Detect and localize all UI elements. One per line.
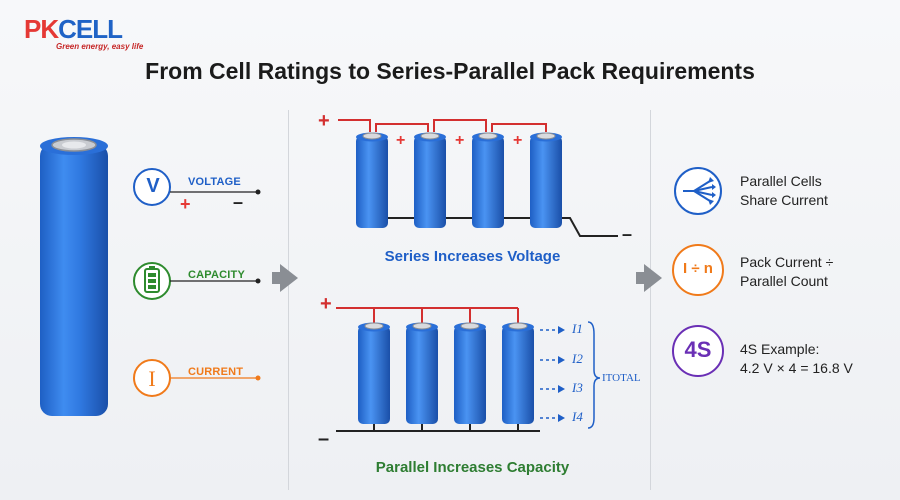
4s-icon <box>672 325 724 377</box>
current-label: CURRENT <box>188 366 244 378</box>
series-minus: – <box>622 224 633 244</box>
voltage-icon: V <box>146 175 160 197</box>
arrow-icon <box>558 414 565 422</box>
branch-current-label: I1 <box>572 321 583 336</box>
series-cell <box>530 132 562 228</box>
voltage-minus: – <box>233 192 244 212</box>
left-divider <box>288 110 289 490</box>
branch-current-label: I3 <box>572 380 583 395</box>
brand-tagline: Green energy, easy life <box>56 42 144 51</box>
parallel-caption: Parallel Increases Capacity <box>375 459 570 476</box>
voltage-row <box>133 168 261 206</box>
series-cell <box>472 132 504 228</box>
4s-icon-text: 4S <box>684 337 712 362</box>
series-caption: Series Increases Voltage <box>384 248 561 265</box>
voltage-label: VOLTAGE <box>188 176 241 188</box>
divide-icon <box>672 244 724 296</box>
series-cell <box>414 132 446 228</box>
page-title: From Cell Ratings to Series-Parallel Pac… <box>145 58 755 84</box>
branch-current-label: I2 <box>572 351 583 366</box>
branch-current-label: I4 <box>572 409 583 424</box>
series-plus: + <box>318 110 330 132</box>
series-between-plus: + <box>513 132 523 149</box>
parallel-minus: – <box>318 428 330 450</box>
series-between-plus: + <box>396 132 406 149</box>
current-row <box>133 359 261 397</box>
arrow-icon <box>558 356 565 364</box>
requirement-text: Parallel Cells Share Current <box>740 173 828 208</box>
series-diagram <box>338 119 618 237</box>
parallel-cell <box>454 322 486 424</box>
flow-arrow-left <box>272 264 298 292</box>
parallel-plus: + <box>320 293 332 315</box>
parallel-cell <box>358 322 390 424</box>
requirement-text: Pack Current ÷ Parallel Count <box>740 254 834 289</box>
brace-icon <box>587 321 601 429</box>
parallel-cell <box>406 322 438 424</box>
series-cell <box>356 132 388 228</box>
divide-icon-text: I ÷ n <box>683 260 713 277</box>
voltage-plus: + <box>180 194 191 214</box>
capacity-label: CAPACITY <box>188 269 246 281</box>
right-divider <box>650 110 651 490</box>
capacity-row <box>133 262 261 300</box>
brand-suffix: CELL <box>58 14 123 44</box>
share-current-icon <box>674 167 722 215</box>
parallel-diagram <box>336 307 601 432</box>
current-icon: I <box>148 366 156 391</box>
flow-arrow-right <box>636 264 662 292</box>
series-between-plus: + <box>455 132 465 149</box>
total-current-label: ITOTAL <box>602 372 641 384</box>
brand-prefix: PK <box>24 14 59 44</box>
battery-gauge-icon <box>144 266 160 293</box>
parallel-cell <box>502 322 534 424</box>
battery-cell-illustration <box>40 137 108 416</box>
requirement-text: 4S Example: 4.2 V × 4 = 16.8 V <box>740 341 853 376</box>
arrow-icon <box>558 326 565 334</box>
arrow-icon <box>558 385 565 393</box>
brand-logo: PKCELL Green energy, easy life <box>24 14 143 51</box>
